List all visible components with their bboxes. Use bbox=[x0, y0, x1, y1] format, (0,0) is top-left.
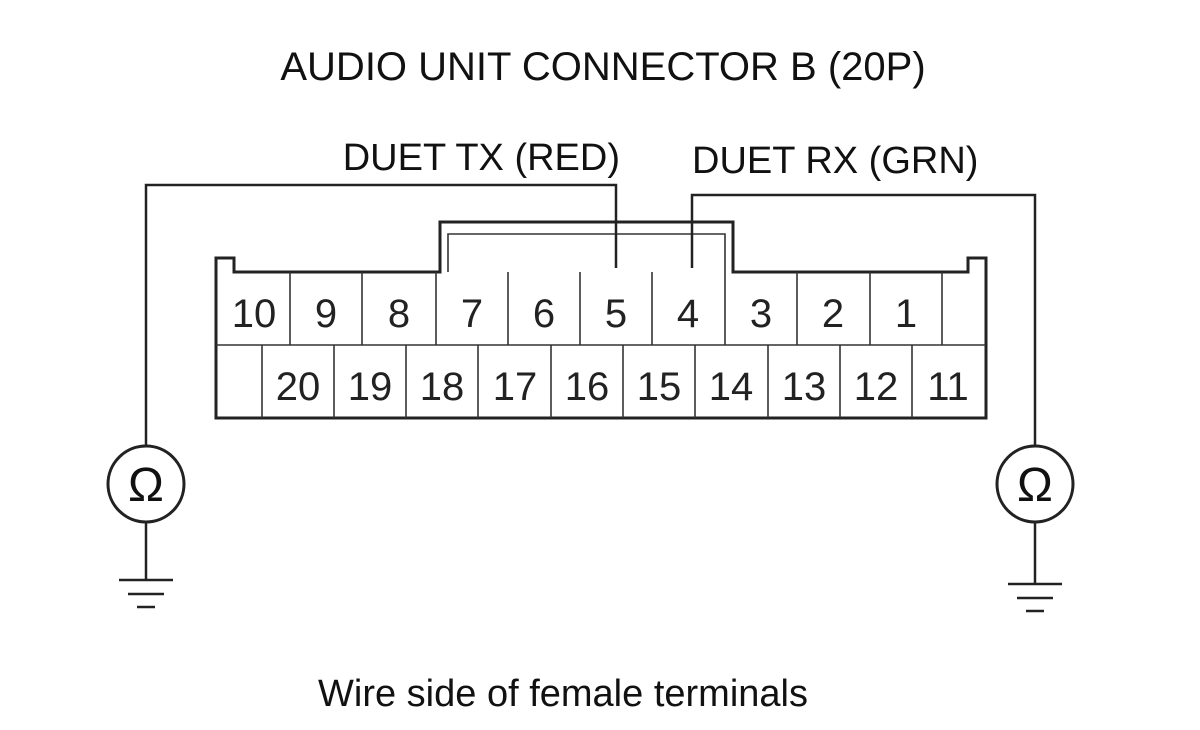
pin-15: 15 bbox=[637, 365, 682, 409]
tx-probe-wire bbox=[144, 183, 618, 446]
pin-16: 16 bbox=[565, 365, 610, 409]
ohmmeter-icon: Ω bbox=[995, 444, 1075, 524]
pin-6: 6 bbox=[533, 292, 555, 336]
bottom-pin-row bbox=[261, 345, 913, 418]
pin-19: 19 bbox=[348, 365, 393, 409]
pin-7: 7 bbox=[461, 292, 483, 336]
pin-8: 8 bbox=[388, 292, 410, 336]
pin-18: 18 bbox=[420, 365, 465, 409]
pin-1: 1 bbox=[895, 292, 917, 336]
ohm-symbol-left: Ω bbox=[128, 459, 164, 512]
pin-3: 3 bbox=[750, 292, 772, 336]
pin-9: 9 bbox=[315, 292, 337, 336]
ground-icon bbox=[119, 578, 173, 609]
pin-17: 17 bbox=[493, 365, 538, 409]
top-pin-row bbox=[289, 272, 943, 345]
ground-icon bbox=[1008, 582, 1062, 613]
pin-14: 14 bbox=[709, 365, 754, 409]
pin-2: 2 bbox=[822, 292, 844, 336]
rx-wire-label: DUET RX (GRN) bbox=[692, 140, 978, 182]
pin-20: 20 bbox=[276, 365, 321, 409]
rx-probe-wire bbox=[690, 193, 1037, 446]
diagram-title: AUDIO UNIT CONNECTOR B (20P) bbox=[280, 45, 925, 89]
connector-housing bbox=[214, 220, 988, 420]
ohmmeter-icon: Ω bbox=[106, 444, 186, 524]
pin-13: 13 bbox=[782, 365, 827, 409]
diagram-caption: Wire side of female terminals bbox=[318, 673, 808, 715]
pin-4: 4 bbox=[677, 292, 699, 336]
tx-wire-label: DUET TX (RED) bbox=[343, 137, 620, 179]
pin-10: 10 bbox=[232, 292, 277, 336]
pin-5: 5 bbox=[605, 292, 627, 336]
pin-11: 11 bbox=[927, 365, 969, 409]
pin-12: 12 bbox=[854, 365, 899, 409]
ohm-symbol-right: Ω bbox=[1017, 459, 1053, 512]
